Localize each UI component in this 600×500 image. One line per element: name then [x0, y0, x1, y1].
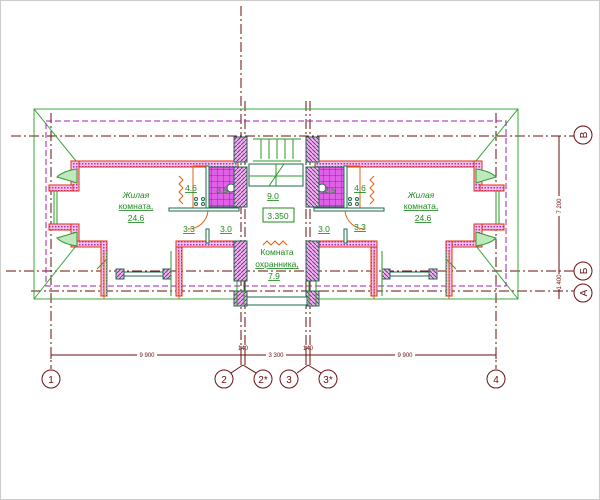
axis-marker-3-star: 3*: [318, 369, 338, 389]
right-corridor-b: 3.0: [318, 224, 330, 234]
axis-marker-2-star: 2*: [253, 369, 273, 389]
guard-room-area: 7.9: [268, 271, 280, 281]
left-corridor-b: 3.0: [220, 224, 232, 234]
left-apartment-plan: [48, 136, 248, 307]
svg-text:2*: 2*: [258, 375, 268, 386]
room-labels: Жилая комната, 24.6 Жилая комната, 24.6 …: [119, 183, 439, 281]
guard-room-name: Комната: [260, 247, 294, 257]
right-bath-area: 2.5: [324, 185, 336, 195]
guard-room-name-2: охранника,: [255, 259, 298, 269]
axis-marker-b-cyr: Б: [573, 261, 593, 281]
svg-text:1: 1: [48, 375, 54, 386]
svg-text:4: 4: [493, 375, 499, 386]
axis-marker-1: 1: [41, 369, 61, 389]
stair-and-guard-room: [246, 138, 308, 306]
dim-depth-main: 7 200: [557, 198, 563, 214]
left-bath-area: 3.5: [216, 185, 228, 195]
left-corridor-a: 3.3: [183, 224, 195, 234]
dim-offset-right: 140: [303, 346, 314, 352]
left-living-area: 24.6: [128, 213, 145, 223]
axis-markers: 1 2 2* 3 3* 4 В Б А: [41, 125, 593, 389]
axis-marker-2: 2: [214, 369, 234, 389]
svg-text:2: 2: [221, 375, 227, 386]
svg-text:В: В: [579, 131, 590, 138]
dim-offset-left: 140: [238, 346, 249, 352]
left-living-name-2: комната,: [119, 201, 154, 211]
svg-text:3: 3: [286, 375, 292, 386]
svg-text:Б: Б: [579, 267, 590, 274]
right-corridor-a: 3.3: [354, 222, 366, 232]
level-mark: 3.350: [267, 211, 289, 221]
right-living-name: Жилая: [407, 190, 435, 200]
dim-depth-small: 1 400: [557, 274, 563, 290]
right-living-name-2: комната,: [404, 201, 439, 211]
level-mark-box: [262, 207, 295, 223]
left-living-name: Жилая: [122, 190, 150, 200]
svg-text:А: А: [579, 289, 590, 296]
dim-span-right: 9 900: [397, 353, 413, 359]
axis-marker-4: 4: [486, 369, 506, 389]
axis-marker-v-cyr: В: [573, 125, 593, 145]
dim-span-left: 9 900: [139, 353, 155, 359]
right-kitchen-area: 4.6: [354, 183, 366, 193]
right-apartment-plan: [305, 136, 505, 307]
right-living-area: 24.6: [415, 213, 432, 223]
hall-area: 9.0: [267, 191, 279, 201]
axis-marker-3: 3: [279, 369, 299, 389]
axis-marker-a-cyr: А: [573, 283, 593, 303]
svg-text:3*: 3*: [323, 375, 333, 386]
dim-span-mid: 3 300: [268, 353, 284, 359]
left-kitchen-area: 4.6: [185, 183, 197, 193]
dimension-lines: 9 900 3 300 9 900 140 140 7 200 1 400: [50, 136, 563, 374]
